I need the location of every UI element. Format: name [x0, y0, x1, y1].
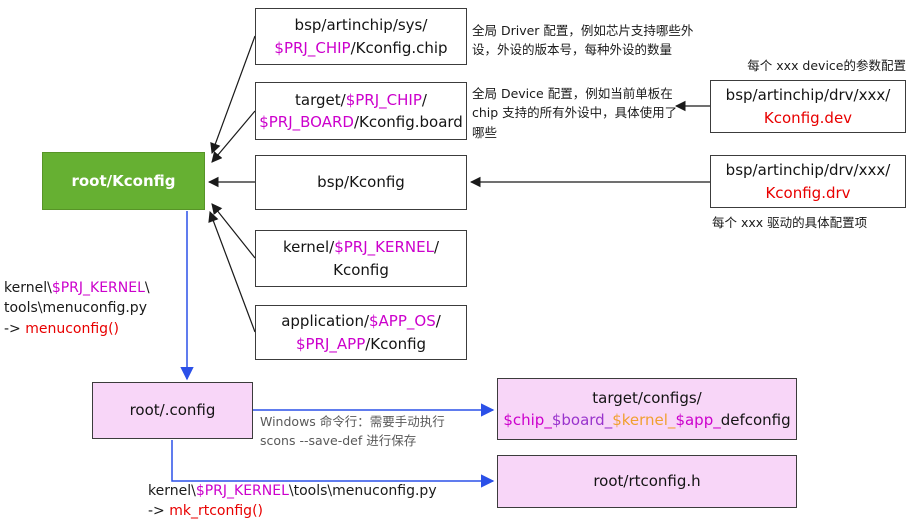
- device-config-note: 全局 Device 配置，例如当前单板在 chip 支持的所有外设中，具体使用了…: [472, 86, 678, 140]
- kconfig-chip-box: bsp/artinchip/sys/ $PRJ_CHIP/Kconfig.chi…: [255, 8, 467, 65]
- kconfig-app-box: application/$APP_OS/ $PRJ_APP/Kconfig: [255, 305, 467, 360]
- mk-rtconfig-script-line2: -> mk_rtconfig(): [148, 503, 263, 520]
- bsp-path-line: bsp/Kconfig: [317, 173, 405, 192]
- var-prj-board: $PRJ_BOARD: [259, 113, 354, 131]
- kconfig-board-box: target/$PRJ_CHIP/ $PRJ_BOARD/Kconfig.boa…: [255, 82, 467, 140]
- drv-path-line1: bsp/artinchip/drv/xxx/: [725, 161, 891, 179]
- dev-param-note: 每个 xxx device的参数配置: [747, 58, 906, 73]
- defconfig-line1: target/configs/: [592, 388, 702, 407]
- root-config-box: root/.config: [92, 382, 253, 439]
- root-config-label: root/.config: [129, 401, 216, 420]
- board-path-line2: $PRJ_BOARD/Kconfig.board: [259, 113, 463, 131]
- board-path-line1: target/$PRJ_CHIP/: [295, 90, 427, 109]
- chip-path-line1: bsp/artinchip/sys/: [294, 16, 428, 34]
- var-prj-kernel: $PRJ_KERNEL: [51, 280, 145, 296]
- var-prj-chip: $PRJ_CHIP: [274, 38, 351, 57]
- rtconfig-box: root/rtconfig.h: [497, 455, 797, 508]
- var-prj-chip: $PRJ_CHIP: [345, 90, 422, 109]
- kconfig-dev-box: bsp/artinchip/drv/xxx/ Kconfig.dev: [710, 80, 906, 133]
- drv-option-note: 每个 xxx 驱动的具体配置项: [712, 215, 868, 230]
- var-board: $board_: [551, 411, 613, 429]
- var-app-os: $APP_OS: [369, 312, 436, 330]
- app-path-line1: application/$APP_OS/: [281, 312, 441, 330]
- defconfig-box: target/configs/ $chip_$board_$kernel_$ap…: [497, 378, 797, 440]
- arrow-kernel-to-root: [211, 203, 256, 259]
- menuconfig-script-line1: kernel\$PRJ_KERNEL\: [4, 280, 150, 296]
- var-chip: $chip_: [503, 411, 552, 429]
- mk-rtconfig-script-line1: kernel\$PRJ_KERNEL\tools\menuconfig.py: [148, 483, 437, 499]
- windows-save-note: Windows 命令行：需要手动执行 scons --save-def 进行保存: [260, 412, 498, 451]
- drv-path-line2: Kconfig.drv: [765, 183, 851, 202]
- menuconfig-script-line3: -> menuconfig(): [4, 320, 119, 337]
- root-kconfig-box: root/Kconfig: [42, 152, 205, 210]
- kconfig-kernel-box: kernel/$PRJ_KERNEL/ Kconfig: [255, 230, 467, 287]
- arrow-app-to-root: [208, 210, 256, 333]
- var-prj-app: $PRJ_APP: [295, 334, 366, 353]
- defconfig-suffix: defconfig: [720, 411, 791, 429]
- chip-path-line2: $PRJ_CHIP/Kconfig.chip: [274, 38, 448, 57]
- kernel-path-line1: kernel/$PRJ_KERNEL/: [282, 238, 440, 256]
- mk-rtconfig-script-note: kernel\$PRJ_KERNEL\tools\menuconfig.py -…: [148, 481, 437, 522]
- driver-config-note: 全局 Driver 配置，例如芯片支持哪些外设，外设的版本号，每种外设的数量: [472, 23, 694, 58]
- windows-save-note-line1: Windows 命令行：需要手动执行: [260, 414, 445, 429]
- root-kconfig-label: root/Kconfig: [71, 172, 176, 190]
- arrow-chip-to-root: [210, 35, 256, 155]
- mk-rtconfig-call: mk_rtconfig(): [169, 503, 263, 520]
- var-prj-kernel: $PRJ_KERNEL: [334, 238, 434, 256]
- defconfig-line2: $chip_$board_$kernel_$app_defconfig: [503, 409, 790, 432]
- windows-save-note-line2: scons --save-def 进行保存: [260, 433, 417, 449]
- kconfig-drv-box: bsp/artinchip/drv/xxx/ Kconfig.drv: [710, 155, 906, 208]
- kernel-path-line2: Kconfig: [333, 260, 389, 279]
- menuconfig-call: menuconfig(): [25, 320, 119, 337]
- menuconfig-script-line2: tools\menuconfig.py: [4, 300, 147, 317]
- rtconfig-label: root/rtconfig.h: [593, 472, 701, 491]
- dev-path-line1: bsp/artinchip/drv/xxx/: [725, 86, 891, 104]
- menuconfig-script-note: kernel\$PRJ_KERNEL\ tools\menuconfig.py …: [4, 278, 150, 339]
- var-prj-kernel: $PRJ_KERNEL: [195, 483, 289, 499]
- dev-path-line2: Kconfig.dev: [763, 108, 853, 127]
- app-path-line2: $PRJ_APP/Kconfig: [295, 334, 427, 353]
- var-app: $app_: [675, 411, 721, 429]
- arrow-board-to-root: [211, 110, 256, 163]
- arrow-config-to-rtconfig: [171, 440, 495, 488]
- kconfig-bsp-box: bsp/Kconfig: [255, 155, 467, 210]
- var-kernel: $kernel_: [612, 411, 676, 429]
